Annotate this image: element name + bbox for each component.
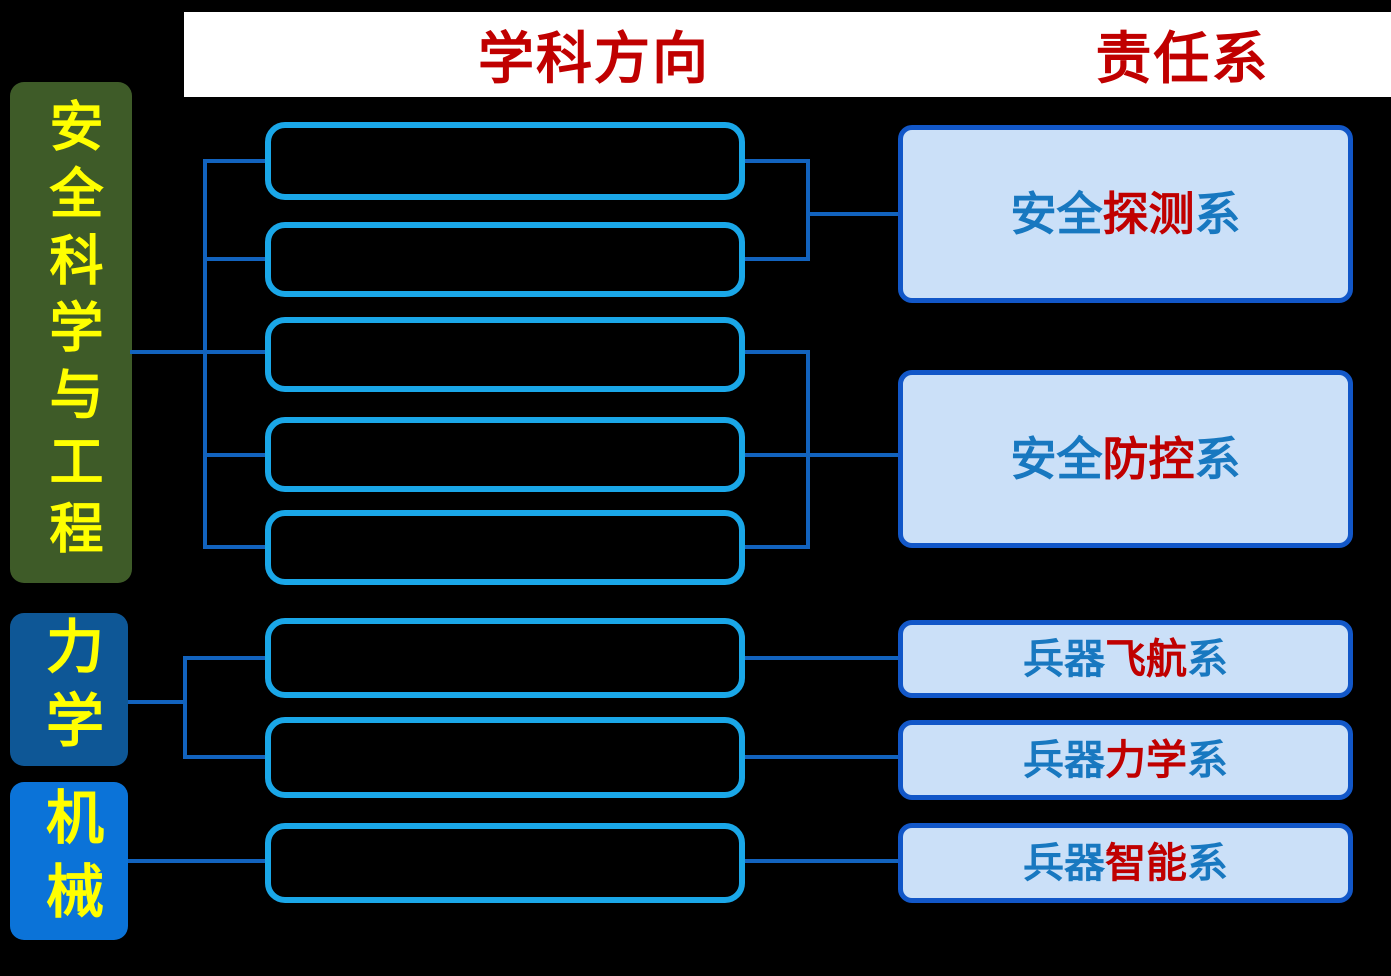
discipline-box-5: [265, 510, 745, 585]
connector-line: [745, 656, 898, 660]
department-text: 兵器: [1023, 736, 1105, 783]
connector-line: [745, 755, 898, 759]
department-box-safety-prevention-control: 安全防控系: [898, 370, 1353, 548]
connector-line: [745, 257, 808, 261]
connector-line: [806, 350, 810, 549]
department-text-highlight: 防控: [1102, 433, 1195, 485]
department-box-ordnance-flight: 兵器飞航系: [898, 620, 1353, 698]
department-box-ordnance-intelligence: 兵器智能系: [898, 823, 1353, 903]
connector-line: [128, 700, 185, 704]
connector-line: [808, 212, 898, 216]
connector-line: [185, 755, 265, 759]
connector-line: [205, 159, 265, 163]
discipline-box-4: [265, 417, 745, 492]
department-text: 系: [1187, 736, 1228, 783]
category-safety-science-engineering: 安全科学与工程: [10, 82, 132, 583]
department-text: 系: [1194, 188, 1241, 240]
connector-line: [130, 350, 205, 354]
connector-line: [745, 350, 808, 354]
department-text-highlight: 力学: [1105, 736, 1187, 783]
connector-line: [205, 257, 265, 261]
connector-line: [185, 656, 265, 660]
connector-line: [205, 453, 265, 457]
header-department-column: 责任系: [1095, 27, 1270, 90]
department-text: 系: [1194, 433, 1241, 485]
connector-line: [745, 159, 808, 163]
department-text: 安全: [1010, 433, 1103, 485]
header-bar: 学科方向 责任系: [184, 12, 1391, 97]
connector-line: [128, 859, 265, 863]
discipline-box-6: [265, 618, 745, 698]
connector-line: [205, 545, 265, 549]
department-box-ordnance-mechanics: 兵器力学系: [898, 720, 1353, 800]
connector-line: [745, 453, 898, 457]
department-text-highlight: 智能: [1105, 839, 1187, 886]
discipline-box-7: [265, 717, 745, 798]
department-text: 系: [1187, 635, 1228, 682]
connector-line: [203, 159, 207, 549]
discipline-box-1: [265, 122, 745, 200]
department-text-highlight: 探测: [1102, 188, 1195, 240]
connector-line: [806, 159, 810, 261]
department-text: 系: [1187, 839, 1228, 886]
connector-line: [183, 656, 187, 759]
category-mechanics: 力学: [10, 613, 128, 766]
department-text: 安全: [1010, 188, 1103, 240]
department-text: 兵器: [1023, 839, 1105, 886]
connector-line: [205, 350, 265, 354]
connector-line: [745, 859, 898, 863]
connector-line: [745, 545, 808, 549]
department-text: 兵器: [1023, 635, 1105, 682]
header-discipline-column: 学科方向: [478, 27, 710, 90]
discipline-box-2: [265, 222, 745, 297]
department-text-highlight: 飞航: [1105, 635, 1187, 682]
category-machinery: 机械: [10, 782, 128, 940]
discipline-box-3: [265, 317, 745, 392]
department-box-safety-detection: 安全探测系: [898, 125, 1353, 303]
discipline-box-8: [265, 823, 745, 903]
